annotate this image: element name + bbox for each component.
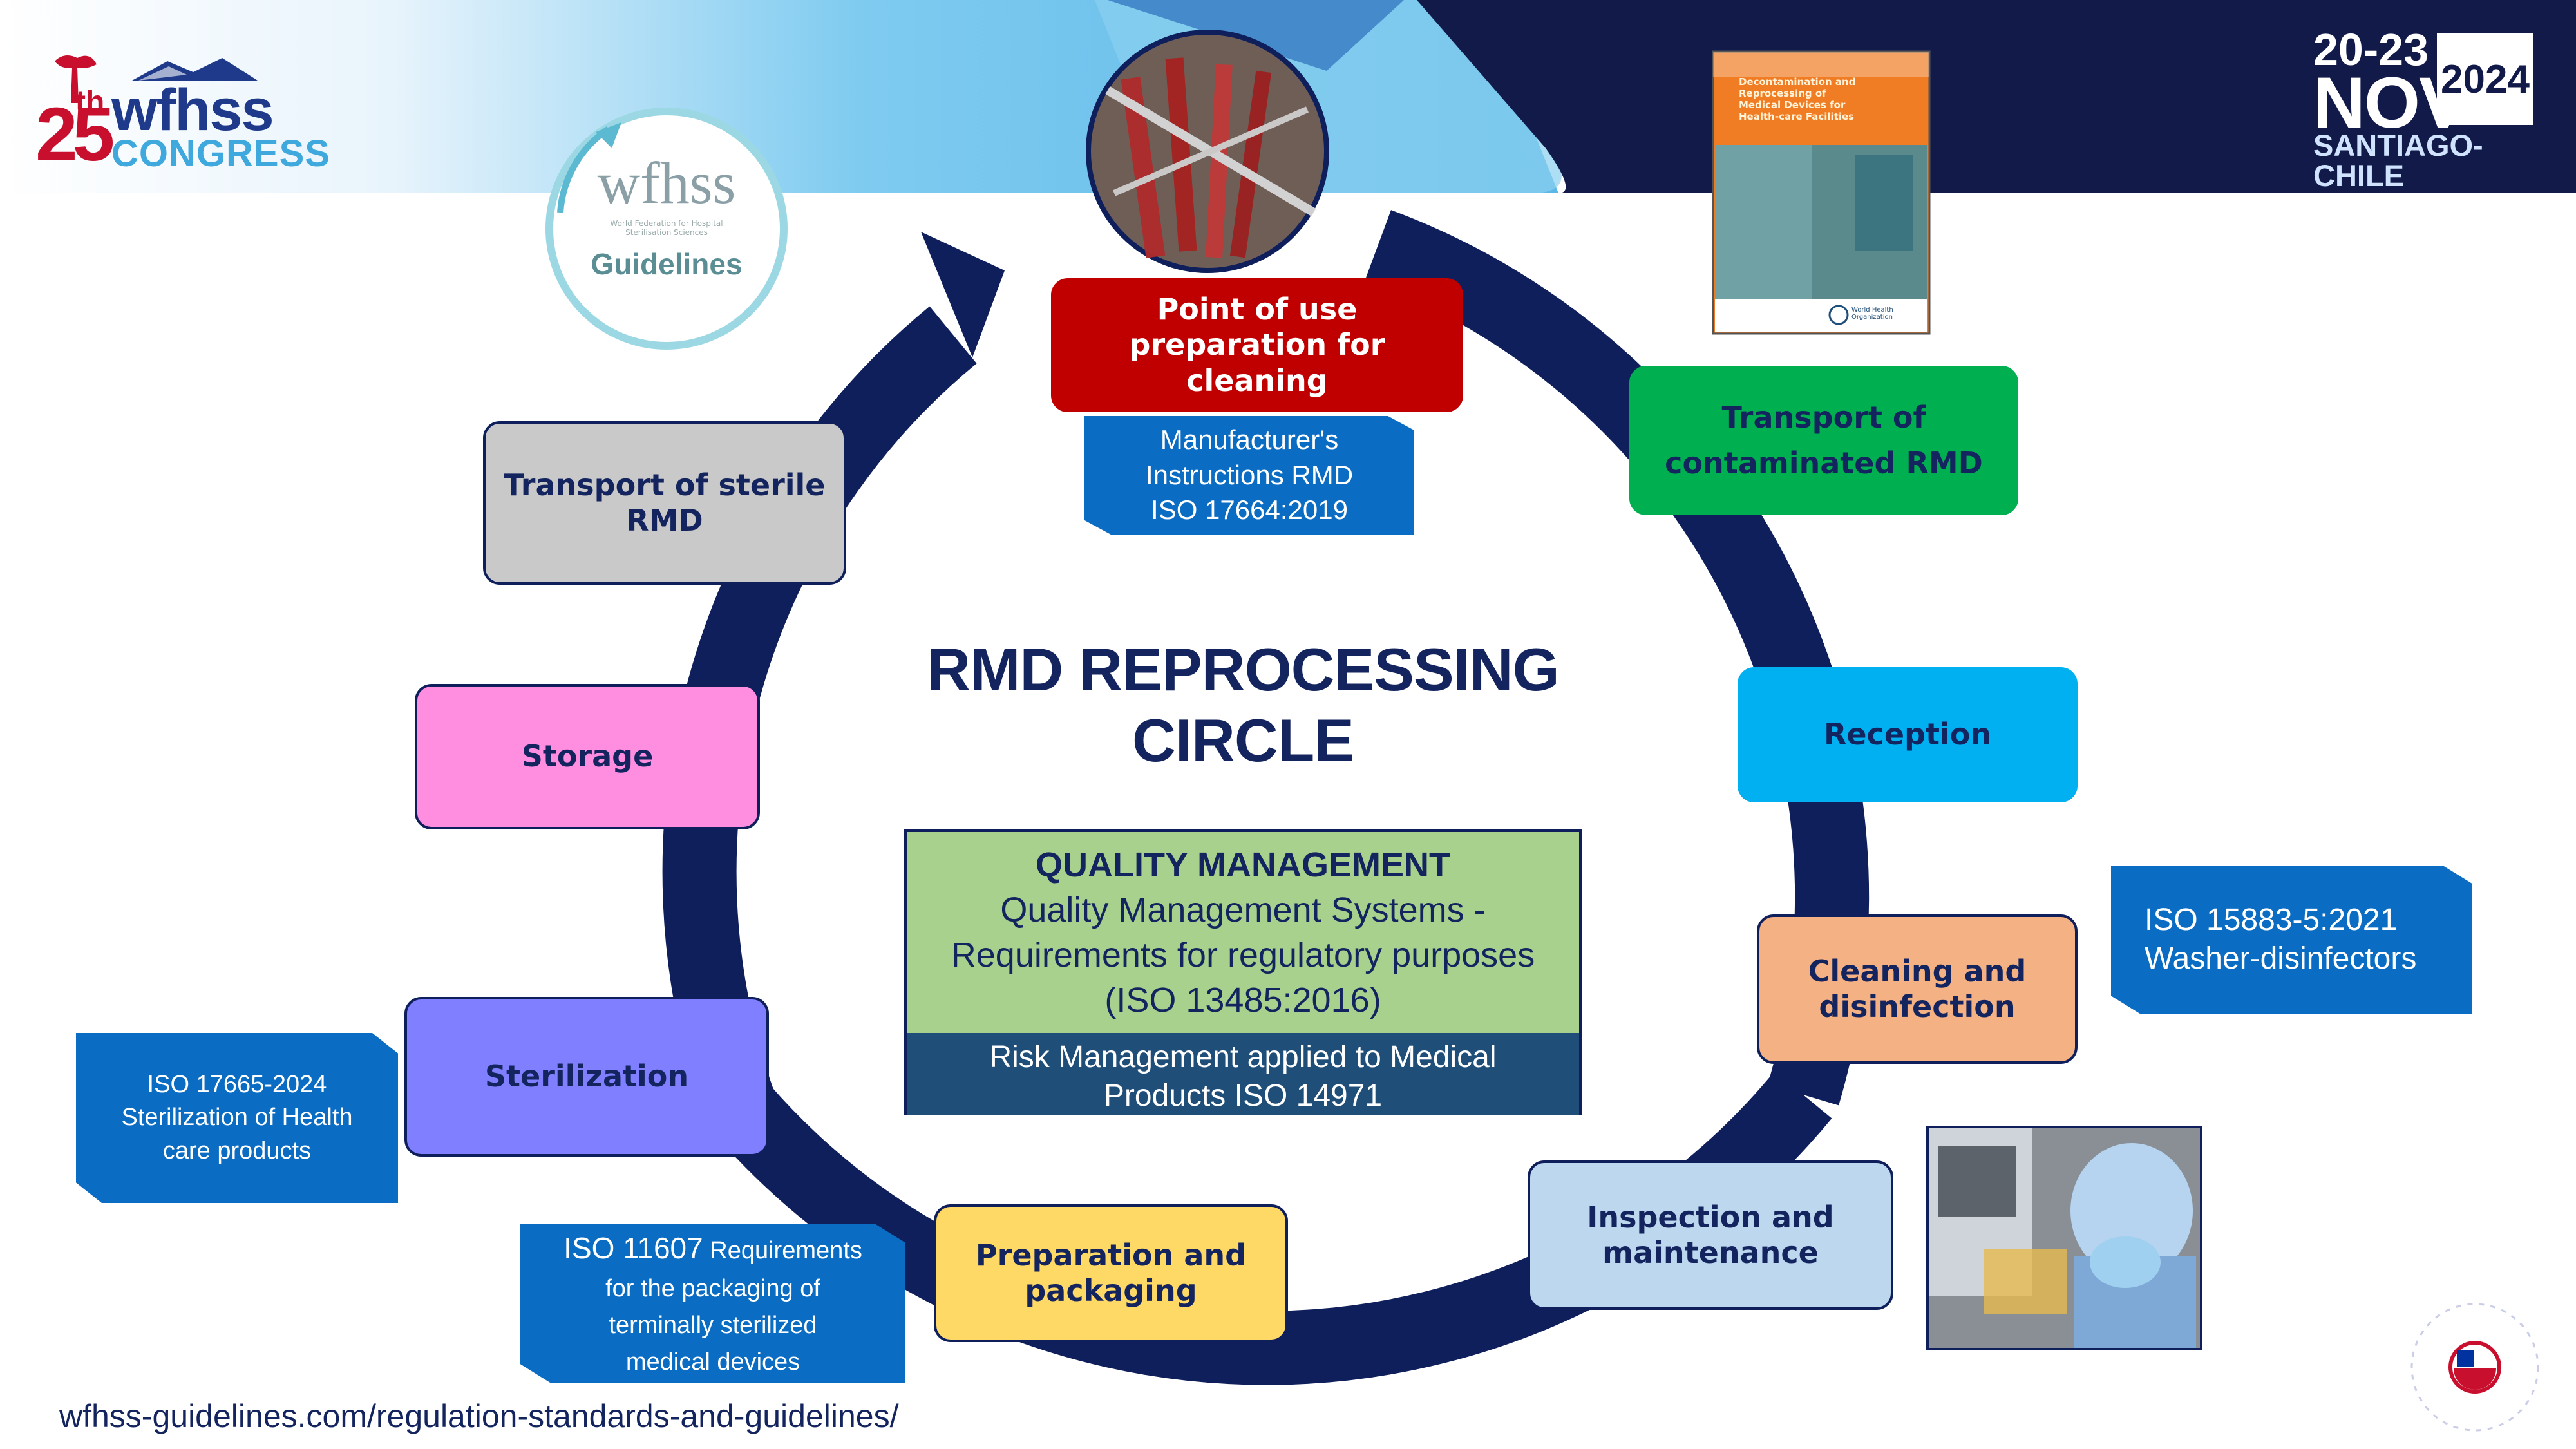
quality-heading: QUALITY MANAGEMENT	[1036, 846, 1450, 884]
quality-line2: Requirements for regulatory purposes	[951, 935, 1535, 974]
guidelines-tagline: World Federation for Hospital Sterilisat…	[610, 219, 723, 238]
date-range: 20-23	[2313, 24, 2429, 75]
guidelines-label: Guidelines	[591, 247, 743, 281]
iso-washer-line2: Washer-disinfectors	[2145, 942, 2417, 976]
instruments-photo-detail	[1105, 57, 1316, 258]
header-blue-accent	[1108, 0, 1404, 71]
who-book-footer	[1715, 299, 1927, 332]
congress-number: 25	[35, 92, 115, 177]
header-navy-band	[1417, 0, 2576, 193]
guidelines-badge-ring	[545, 108, 788, 350]
who-book-title: Decontamination and Reprocessing of Medi…	[1739, 76, 1856, 122]
guidelines-brand: wfhss	[597, 150, 736, 216]
guidelines-badge[interactable]: wfhss World Federation for Hospital Ster…	[567, 148, 766, 309]
diagram-title-line2: CIRCLE	[1132, 706, 1354, 774]
congress-logo-graphics	[55, 55, 258, 103]
footer-url[interactable]: wfhss-guidelines.com/regulation-standard…	[59, 1398, 899, 1434]
iso-packaging-code: ISO 11607	[564, 1231, 703, 1265]
step-transport-contaminated[interactable]: Transport of contaminated RMD	[1629, 366, 2018, 515]
iso-sterilization-line3: care products	[162, 1137, 312, 1164]
congress-suffix: th	[75, 85, 105, 119]
congress-name: wfhss	[111, 77, 274, 143]
quality-management-box: QUALITY MANAGEMENT Quality Management Sy…	[904, 829, 1582, 1115]
iso-packaging-line2: for the packaging of	[605, 1275, 820, 1302]
iso-manufacturer-line2: Instructions RMD	[1145, 459, 1354, 490]
quality-line3: (ISO 13485:2016)	[1104, 980, 1381, 1019]
event-date-block: 20-23 NOV 2024 SANTIAGO-CHILE	[2313, 24, 2545, 191]
step-cleaning-disinfection[interactable]: Cleaning and disinfection	[1757, 914, 2078, 1064]
iso-callout-manufacturer: Manufacturer's Instructions RMD ISO 1766…	[1084, 416, 1414, 535]
iso-callout-sterilization: ISO 17665-2024 Sterilization of Health c…	[76, 1033, 398, 1203]
who-logo-icon	[1828, 305, 1849, 325]
risk-management-panel: Risk Management applied to Medical Produ…	[907, 1033, 1579, 1115]
risk-line1: Risk Management applied to Medical	[989, 1040, 1497, 1074]
iso-washer-line1: ISO 15883-5:2021	[2145, 903, 2398, 937]
chile-emblem	[2410, 1303, 2539, 1432]
iso-manufacturer-line3: ISO 17664:2019	[1151, 495, 1348, 526]
quality-line1: Quality Management Systems -	[1000, 890, 1486, 929]
event-location: SANTIAGO-CHILE	[2313, 128, 2483, 193]
congress-word: CONGRESS	[111, 133, 330, 175]
step-point-of-use[interactable]: Point of use preparation for cleaning	[1051, 278, 1463, 412]
risk-line2: Products ISO 14971	[1103, 1079, 1383, 1113]
event-year: 2024	[2437, 33, 2533, 125]
diagram-title: RMD REPROCESSING CIRCLE	[889, 634, 1597, 776]
iso-packaging-line4: medical devices	[625, 1349, 800, 1376]
step-inspection-maintenance[interactable]: Inspection and maintenance	[1528, 1160, 1893, 1310]
iso-packaging-requirements: Requirements	[710, 1237, 862, 1264]
who-book-white	[1713, 52, 1929, 77]
guidelines-badge-arrowhead	[596, 122, 621, 148]
step-transport-sterile[interactable]: Transport of sterile RMD	[483, 421, 846, 585]
diagram-title-line1: RMD REPROCESSING	[927, 636, 1560, 703]
iso-sterilization-line1: ISO 17665-2024	[147, 1071, 327, 1099]
step-preparation-packaging[interactable]: Preparation and packaging	[934, 1204, 1288, 1342]
quality-management-panel: QUALITY MANAGEMENT Quality Management Sy…	[907, 832, 1579, 1033]
guidelines-badge-arrow	[557, 126, 611, 213]
step-sterilization[interactable]: Sterilization	[404, 997, 769, 1157]
step-storage[interactable]: Storage	[415, 684, 760, 829]
who-book-publisher: World Health Organization	[1852, 307, 1893, 321]
iso-callout-packaging: ISO 11607 Requirements for the packaging…	[520, 1224, 905, 1383]
circle-arrowhead	[921, 232, 1005, 357]
iso-packaging-line1: ISO 11607 Requirements	[564, 1226, 862, 1271]
congress-logo[interactable]: 25 th wfhss CONGRESS	[35, 77, 330, 180]
iso-packaging-line3: terminally sterilized	[609, 1312, 817, 1339]
step-reception[interactable]: Reception	[1738, 667, 2078, 802]
iso-sterilization-line2: Sterilization of Health	[121, 1104, 353, 1132]
iso-manufacturer-line1: Manufacturer's	[1160, 424, 1339, 455]
iso-callout-washer: ISO 15883-5:2021 Washer-disinfectors	[2111, 866, 2472, 1014]
